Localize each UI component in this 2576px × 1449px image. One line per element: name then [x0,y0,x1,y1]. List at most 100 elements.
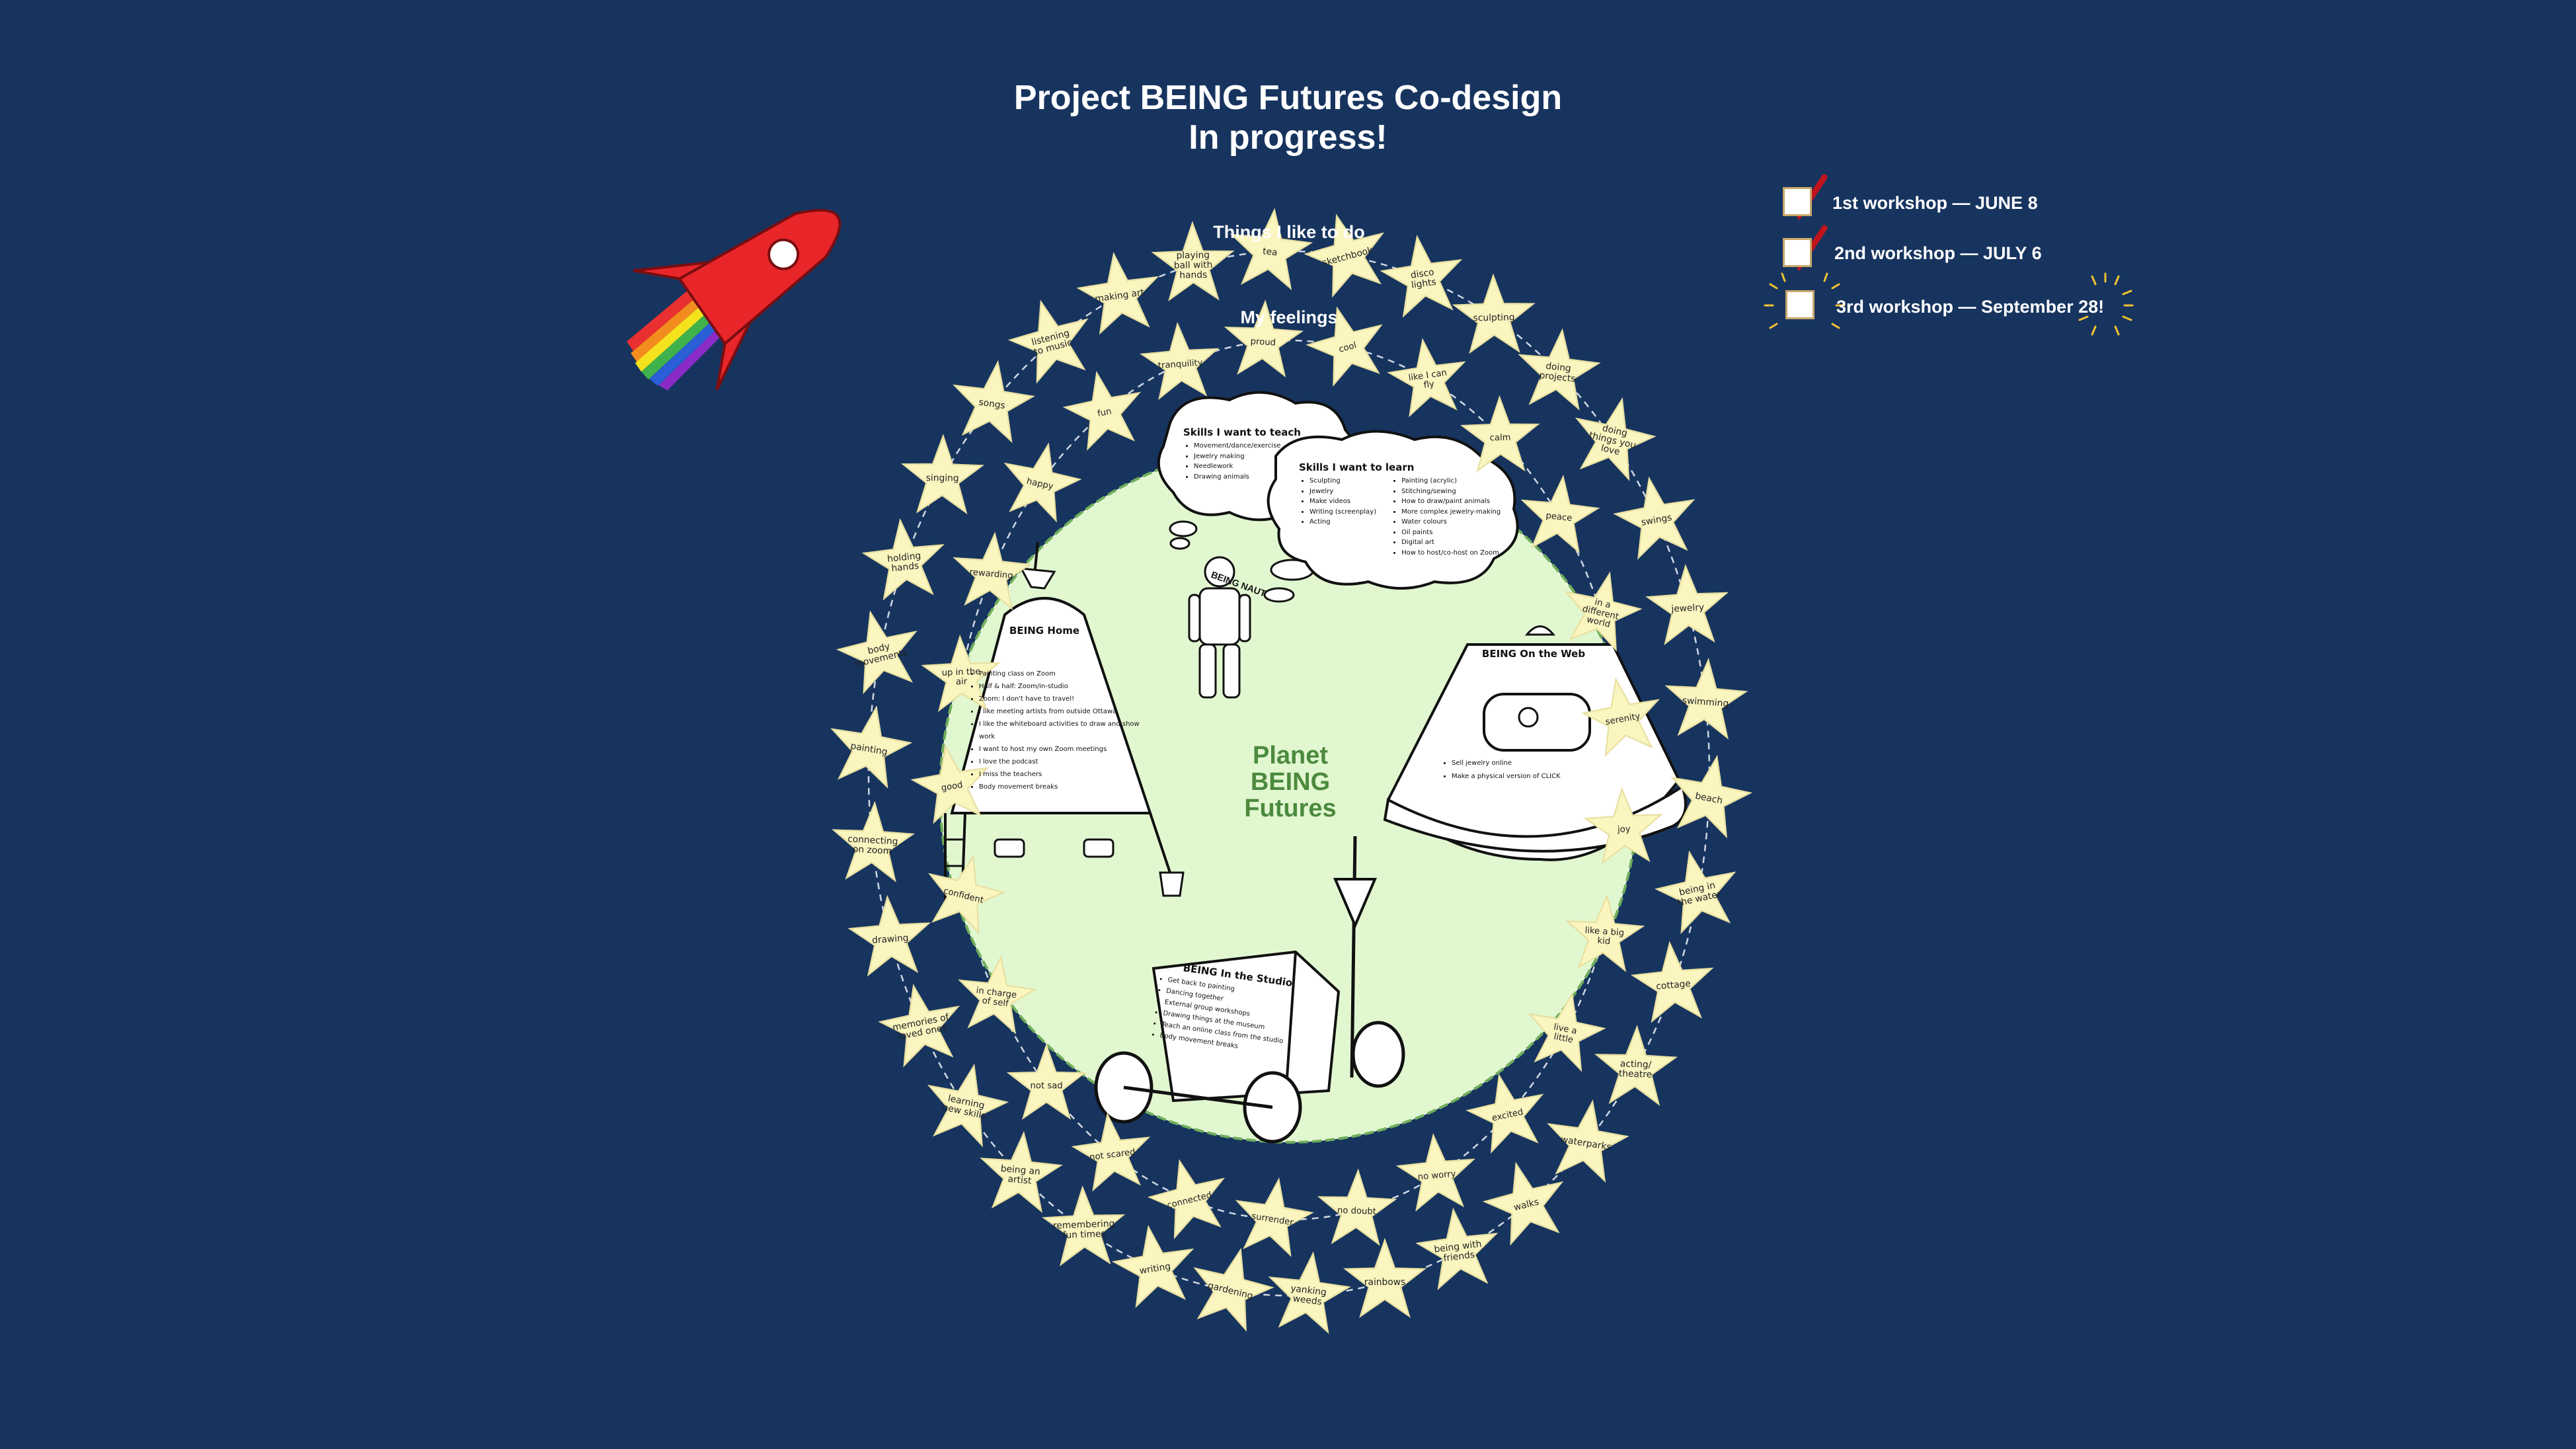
workshop-2-label: 2nd workshop — JULY 6 [1834,243,2042,263]
star-label: acting/theatre [1619,1058,1653,1080]
star-label: tea [1262,246,1278,258]
star-listening-to-music: listeningto music [1001,291,1100,387]
web-item: Make a physical version of CLICK [1452,770,1626,783]
learn-item: Painting (acrylic) [1401,476,1510,487]
home-item: I like meeting artists from outside Otta… [979,705,1140,718]
teach-item: Movement/dance/exercise [1194,441,1329,451]
sparkle-icon [1764,272,1846,329]
star-label: good [941,780,964,793]
learn-item: Digital art [1401,537,1510,548]
star-in-charge-of-self: in chargeof self [953,952,1039,1035]
star-like-i-can-fly: like I canfly [1384,334,1471,418]
star-walks: walks [1477,1154,1574,1249]
page-subtitle: In progress! [1189,118,1387,157]
star-cottage: cottage [1629,939,1717,1023]
planet-label: Planet BEING Futures [1244,742,1337,822]
star-swings: swings [1609,471,1702,561]
star-label: up in theair [941,667,981,687]
teach-panel: Skills I want to teach Movement/dance/ex… [1183,426,1329,482]
teach-item: Drawing animals [1194,472,1329,483]
star-not-scared: not scared [1069,1109,1155,1193]
web-title-box: BEING On the Web [1481,648,1586,662]
learn-item: Stitching/sewing [1401,487,1510,497]
home-item: Body movement breaks [979,781,1140,793]
star-surrender: surrender [1229,1173,1317,1259]
learn-item: How to draw/paint animals [1401,496,1510,507]
web-panel: Sell jewelry online Make a physical vers… [1441,757,1626,783]
star-doing-things-you-love: doingthings youlove [1565,389,1662,483]
star-label: playingball withhands [1173,250,1212,281]
star-connected: connected [1142,1151,1235,1242]
star-connecting-on-zoom: connectingon zoom [830,800,916,882]
star-label: not sad [1031,1081,1063,1091]
home-title-box: BEING Home [1005,625,1084,639]
workshop-1-checkbox[interactable] [1783,187,1812,216]
star-label: rainbows [1364,1277,1405,1288]
star-label: sculpting [1473,312,1515,323]
home-item: Half & half: Zoom/in-studio [979,680,1140,693]
thought-dot [1169,520,1198,537]
star-label: connectingon zoom [847,834,898,857]
star-learning-new-skills: learningnew skills [918,1056,1014,1150]
star-sculpting: sculpting [1453,274,1535,354]
star-label: jewelry [1670,602,1704,615]
learn-item: Oil paints [1401,528,1510,538]
star-doing-projects: doingprojects [1514,325,1603,411]
star-label: being withfriends [1434,1239,1483,1265]
star-acting-theatre: acting/theatre [1594,1025,1678,1106]
star-label: like a bigkid [1584,925,1624,947]
workshop-3-checkbox[interactable] [1785,290,1815,319]
star-label: no doubt [1337,1206,1376,1217]
star-cool: cool [1300,297,1393,389]
star-live-a-little: live alittle [1520,986,1610,1074]
teach-item: Jewelry making [1194,451,1329,462]
star-calm: calm [1461,396,1540,472]
inner-ring-label: My feelings [1240,307,1338,327]
star-label: fun [1097,407,1112,419]
star-good: good [907,740,995,826]
star-label: cottage [1656,978,1692,992]
star-painting: painting [823,699,916,791]
star-tranquility: tranquility [1139,321,1222,400]
learn-item: How to host/co-host on Zoom [1401,548,1510,559]
star-tea: tea [1226,205,1315,291]
star-label: peace [1545,511,1573,524]
star-memories-of-loved-ones: memories ofloved ones [874,978,968,1070]
star-in-a-different-world: in adifferentworld [1555,564,1647,654]
star-songs: songs [947,356,1038,444]
star-not-sad: not sad [1007,1044,1085,1119]
home-item: I like the whiteboard activities to draw… [979,718,1140,743]
learn-title: Skills I want to learn [1299,461,1415,473]
workshop-1-label: 1st workshop — JUNE 8 [1832,193,2038,213]
star-peace: peace [1517,472,1602,554]
star-label: swimming [1682,695,1729,709]
home-item: Zoom: I don't have to travel! [979,693,1140,705]
learn-item: Water colours [1401,517,1510,528]
star-no-worry: no worry [1395,1131,1478,1212]
learn-cloud [1267,430,1519,590]
workshop-2-checkbox[interactable] [1783,238,1812,267]
star-label: no worry [1417,1169,1456,1183]
learn-item: Acting [1309,517,1388,528]
home-title: BEING Home [1009,625,1079,637]
star-label: holdinghands [887,551,923,574]
star-excited: excited [1461,1067,1552,1155]
star-label: singing [926,473,959,484]
star-making-art: making art [1073,247,1165,336]
star-label: beach [1694,791,1723,806]
star-label: drawing [872,933,909,946]
home-item: Painting class on Zoom [979,668,1140,680]
star-label: joy [1617,824,1631,835]
home-item: I love the podcast [979,756,1140,768]
star-confident: confident [918,846,1011,937]
sparkle-icon [2078,272,2134,336]
star-body-movements: bodymovements [831,603,927,697]
home-panel: Painting class on Zoom Half & half: Zoom… [968,668,1140,793]
home-item: I want to host my own Zoom meetings [979,743,1140,756]
teach-title: Skills I want to teach [1183,426,1301,438]
teach-item: Needlework [1194,461,1329,472]
outer-star-ring: sketchbookdiscolightssculptingdoingproje… [823,204,1757,1335]
star-label: cool [1338,340,1358,354]
star-joy: joy [1583,786,1664,865]
